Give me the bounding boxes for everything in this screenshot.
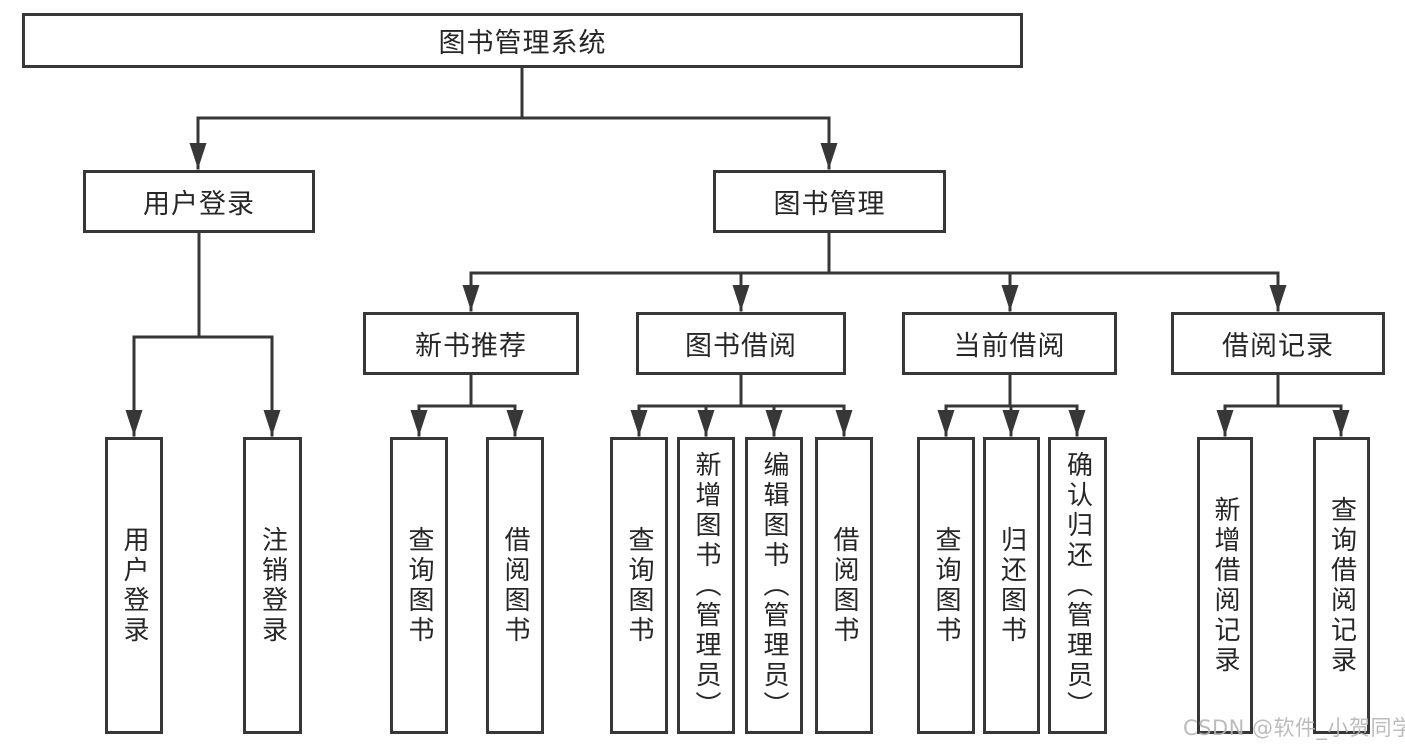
node-label: 归还图书 <box>996 525 1027 646</box>
csdn-watermark: CSDN @软件_小贺同学 <box>1183 716 1405 740</box>
node-borrowing-records: 借阅记录 <box>1171 312 1385 375</box>
leaf-add-books-admin: 新增图书（管理员） <box>677 437 735 734</box>
node-label: 借阅图书 <box>829 525 859 646</box>
leaf-logout: 注销登录 <box>243 437 302 734</box>
node-label: 查询图书 <box>404 525 434 646</box>
leaf-query-books-current: 查询图书 <box>917 437 975 734</box>
node-label: 新增图书（管理员） <box>691 450 721 721</box>
node-current-borrowing: 当前借阅 <box>902 312 1117 375</box>
node-book-management: 图书管理 <box>713 170 946 233</box>
node-label: 新增借阅记录 <box>1210 495 1240 676</box>
node-new-book-recommend: 新书推荐 <box>363 312 579 375</box>
leaf-query-borrow-record: 查询借阅记录 <box>1313 437 1370 734</box>
node-label: 查询图书 <box>624 525 654 646</box>
node-label: 借阅图书 <box>500 525 530 646</box>
leaf-return-books: 归还图书 <box>983 437 1040 734</box>
node-label: 当前借阅 <box>953 331 1066 362</box>
node-label: 图书借阅 <box>685 331 797 362</box>
leaf-user-login: 用户登录 <box>105 437 163 734</box>
node-label: 新书推荐 <box>415 331 527 362</box>
leaf-add-borrow-record: 新增借阅记录 <box>1197 437 1253 734</box>
node-label: 查询图书 <box>931 525 961 646</box>
leaf-confirm-return-admin: 确认归还（管理员） <box>1048 437 1107 734</box>
node-label: 用户登录 <box>143 189 255 220</box>
leaf-edit-books-admin: 编辑图书（管理员） <box>745 437 803 734</box>
node-library-management-system: 图书管理系统 <box>22 13 1023 68</box>
node-label: 图书管理 <box>773 189 886 220</box>
node-label: 注销登录 <box>257 525 288 646</box>
node-user-login: 用户登录 <box>83 170 315 233</box>
leaf-query-books-recommend: 查询图书 <box>390 437 448 734</box>
leaf-query-books-borrowing: 查询图书 <box>610 437 668 734</box>
node-label: 借阅记录 <box>1222 331 1334 362</box>
node-label: 编辑图书（管理员） <box>759 450 789 721</box>
leaf-borrow-books: 借阅图书 <box>815 437 873 734</box>
node-label: 图书管理系统 <box>438 28 607 59</box>
node-label: 查询借阅记录 <box>1326 495 1357 676</box>
node-label: 确认归还（管理员） <box>1062 450 1093 721</box>
leaf-borrow-books-recommend: 借阅图书 <box>486 437 544 734</box>
node-label: 用户登录 <box>119 525 149 646</box>
node-book-borrowing: 图书借阅 <box>636 312 846 375</box>
